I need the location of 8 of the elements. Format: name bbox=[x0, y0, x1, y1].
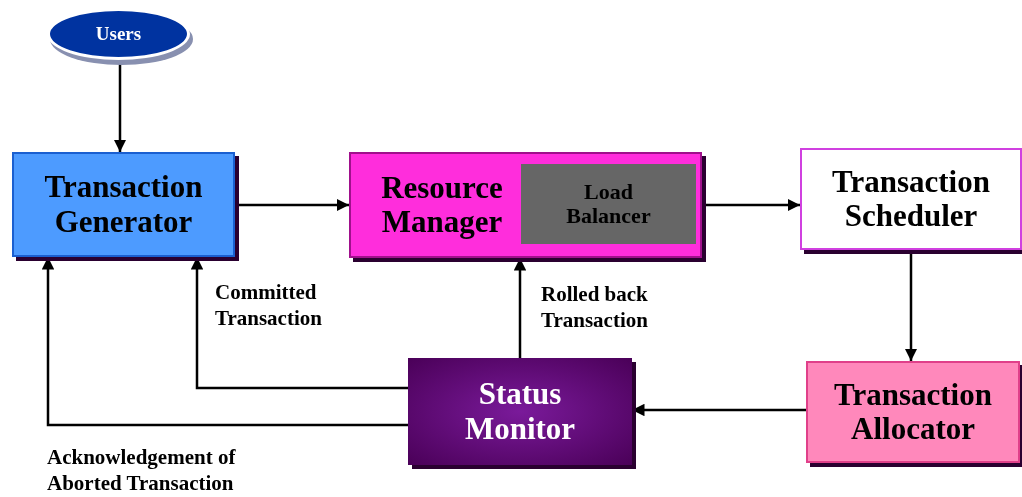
node-label: Transaction Allocator bbox=[833, 377, 993, 447]
node-label: Status Monitor bbox=[463, 377, 577, 446]
node-label: Users bbox=[95, 23, 142, 45]
node-label: Transaction Generator bbox=[43, 170, 204, 239]
node-label: Transaction Scheduler bbox=[831, 164, 991, 234]
process-box bbox=[521, 164, 696, 244]
node-label: Load Balancer bbox=[565, 179, 652, 229]
node-label: Resource Manager bbox=[380, 170, 504, 240]
